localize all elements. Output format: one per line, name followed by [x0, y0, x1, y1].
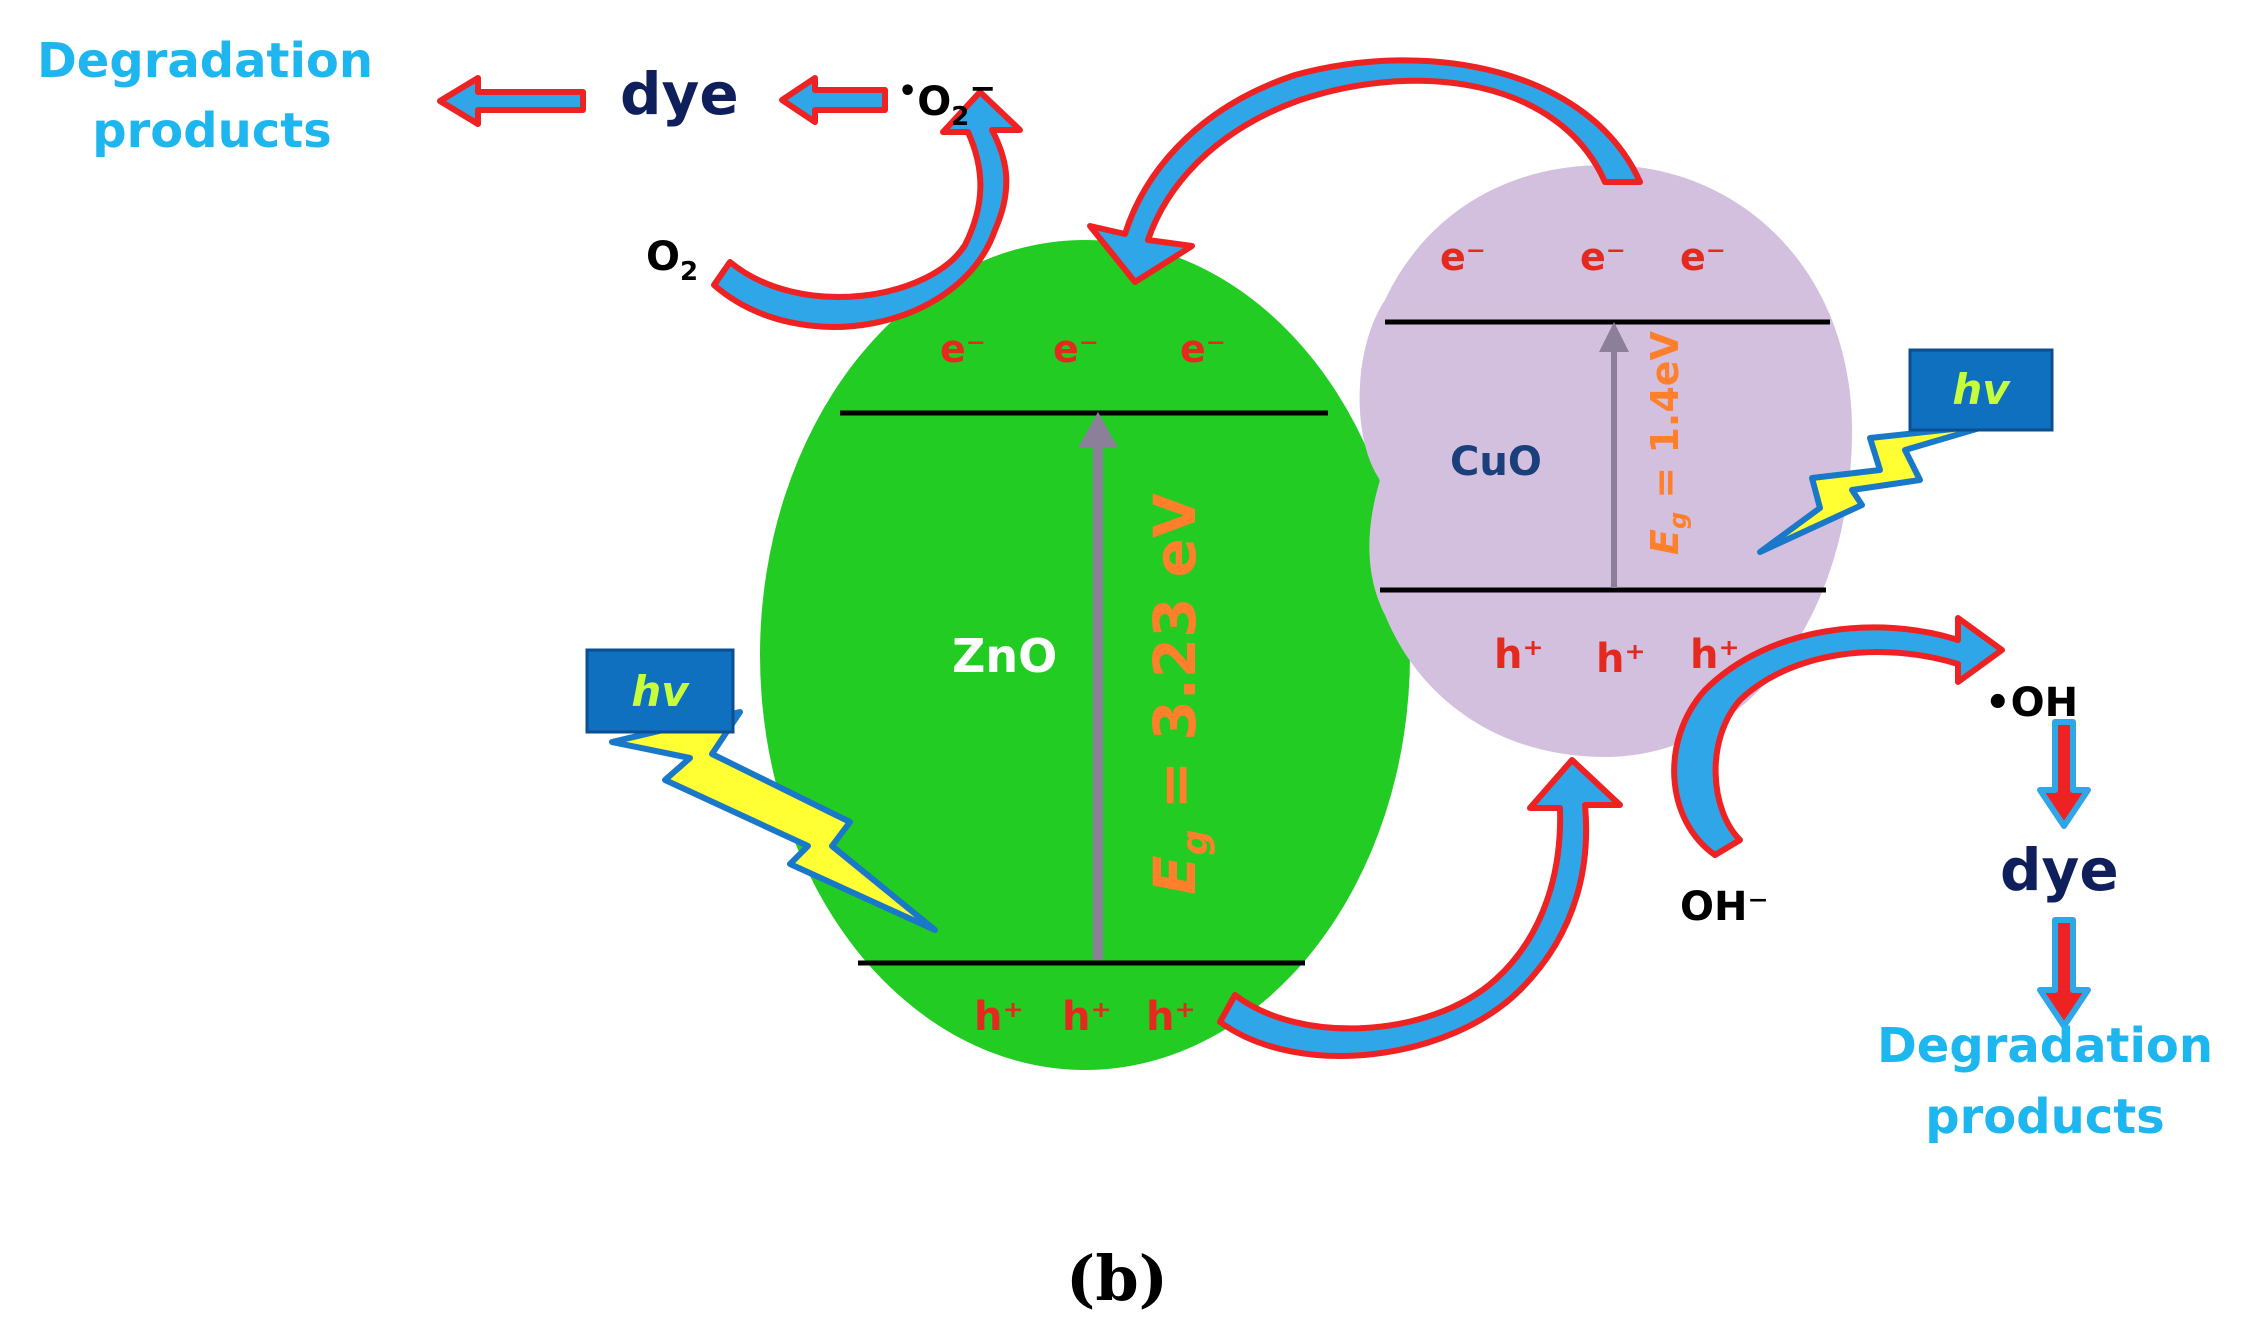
- degradation-products-bottom-line1: Degradation: [1877, 1018, 2213, 1074]
- superoxide-dot: •: [898, 74, 917, 109]
- figure-caption: (b): [1066, 1242, 1168, 1315]
- electron-transfer-arrow: [1087, 57, 1643, 285]
- hydroxyl-to-dye-arrow: [2037, 719, 2091, 829]
- hv-label-left: hv: [631, 667, 690, 716]
- svg-text:Eg = 1.4eV: Eg = 1.4eV: [1643, 330, 1692, 555]
- cuo-bandgap-label: Eg = 1.4eV: [1643, 330, 1692, 555]
- hydroxide-ion: OH⁻: [1680, 884, 1769, 930]
- cuo-label: CuO: [1450, 439, 1542, 485]
- zno-bandgap-label: Eg = 3.23 eV: [1141, 493, 1216, 895]
- superoxide-radical: •O2−: [898, 69, 996, 132]
- lightning-bolt-right: [1757, 422, 1993, 555]
- zno-hole-3: h⁺: [1146, 994, 1196, 1040]
- hole-transfer-arrow: [1217, 757, 1623, 1059]
- dye-to-products-arrow-bottom: [2037, 917, 2091, 1029]
- zno-particle: [760, 240, 1410, 1070]
- oxygen-molecule: O2: [646, 234, 698, 287]
- hydroxide-oxidation-arrow: [1671, 615, 2005, 858]
- superoxide-sub: 2: [951, 102, 969, 132]
- zno-label: ZnO: [952, 629, 1057, 683]
- cuo-bandgap-value: = 1.4eV: [1643, 330, 1687, 511]
- zno-bandgap-value: = 3.23 eV: [1141, 493, 1209, 830]
- zno-excitation-arrow: [1078, 412, 1118, 960]
- degradation-products-top-line2: products: [92, 103, 332, 159]
- degradation-products-bottom-line2: products: [1925, 1089, 2165, 1145]
- dye-top: dye: [620, 60, 739, 128]
- zno-hole-1: h⁺: [974, 994, 1024, 1040]
- cuo-electron-1: e⁻: [1440, 235, 1486, 279]
- zno-electron-2: e⁻: [1053, 327, 1099, 371]
- superoxide-to-dye-arrow: [779, 75, 888, 125]
- zno-bandgap-symbol: E: [1141, 855, 1209, 895]
- cuo-hole-2: h⁺: [1596, 636, 1646, 682]
- degradation-products-top-line1: Degradation: [37, 33, 373, 89]
- zno-bandgap-sub: g: [1175, 830, 1216, 856]
- svg-text:Eg = 3.23 eV: Eg = 3.23 eV: [1141, 493, 1216, 895]
- oxygen-sub: 2: [680, 257, 698, 287]
- lightning-bolt-left: [609, 709, 938, 933]
- dye-bottom: dye: [2000, 836, 2119, 904]
- hv-box-right: hv: [1908, 348, 2054, 432]
- cuo-excitation-arrow: [1599, 322, 1629, 588]
- superoxide-base: O: [917, 79, 951, 125]
- zno-electron-3: e⁻: [1180, 327, 1226, 371]
- oxygen-base: O: [646, 234, 680, 280]
- hydroxyl-radical: •OH: [1985, 680, 2078, 726]
- cuo-electron-3: e⁻: [1680, 235, 1726, 279]
- cuo-particle: [1359, 165, 1852, 757]
- oxygen-reduction-arrow: [711, 89, 1023, 330]
- cuo-bandgap-symbol: E: [1643, 529, 1687, 555]
- cuo-bandgap-sub: g: [1664, 512, 1692, 529]
- dye-to-products-arrow-top: [437, 75, 586, 127]
- cuo-electron-2: e⁻: [1580, 235, 1626, 279]
- cuo-hole-1: h⁺: [1494, 632, 1544, 678]
- zno-hole-2: h⁺: [1062, 994, 1112, 1040]
- hv-box-left: hv: [585, 648, 735, 734]
- hv-label-right: hv: [1952, 365, 2011, 414]
- zno-electron-1: e⁻: [940, 327, 986, 371]
- superoxide-sup: −: [969, 69, 996, 107]
